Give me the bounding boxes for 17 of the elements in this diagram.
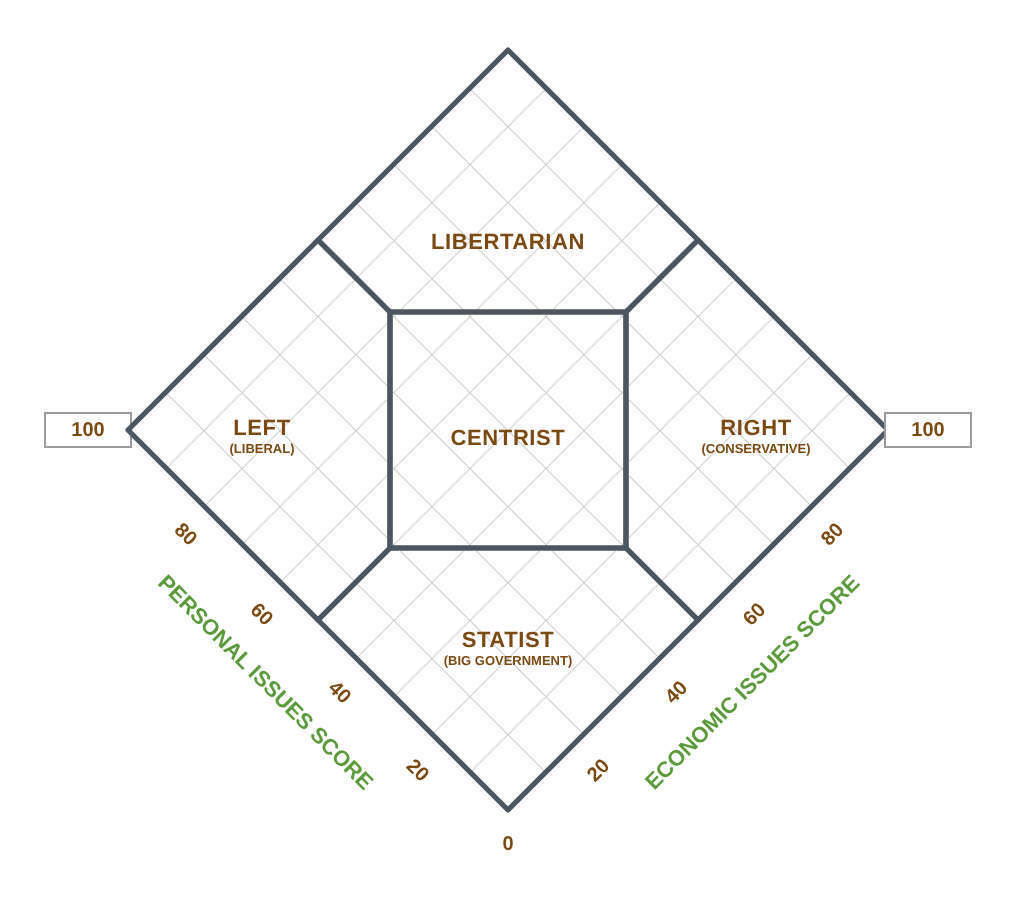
region-label: LIBERTARIAN [430,233,586,255]
score-box: 100 [884,412,972,448]
tick-label: 40 [323,679,353,709]
tick-label: 60 [741,601,771,631]
tick-label: 80 [169,521,199,551]
region-label: RIGHT [718,418,794,441]
tick-label: 80 [819,521,849,551]
chart-region [390,312,626,548]
region-label: CENTRIST [450,429,566,451]
tick-label: 20 [585,757,615,787]
tick-label: 60 [245,601,275,631]
tick-label: 0 [502,836,514,856]
chart-region [318,50,698,312]
region-label: LEFT [231,418,293,441]
region-label: STATIST [459,630,557,653]
tick-label: 20 [401,757,431,787]
score-box: 100 [44,412,132,448]
